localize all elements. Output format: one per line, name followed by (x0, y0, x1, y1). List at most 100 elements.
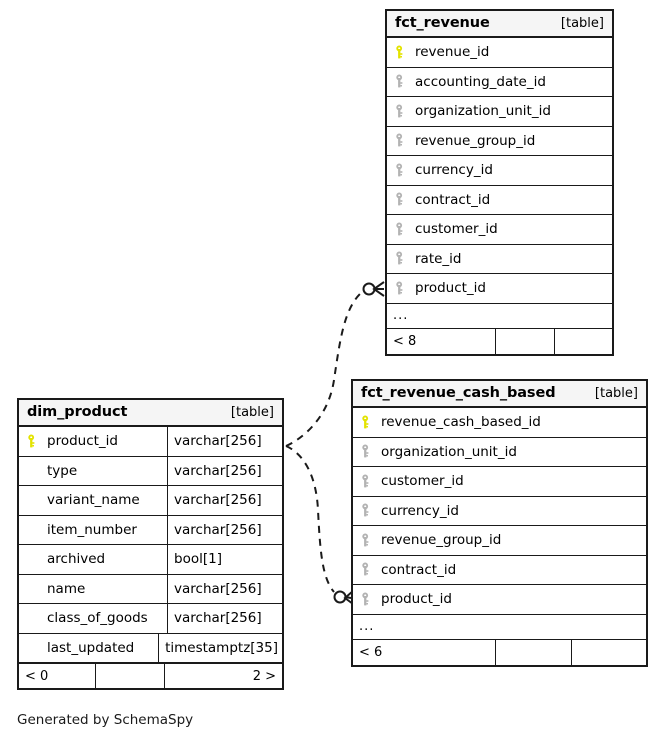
column-cell: variant_name (19, 486, 167, 515)
foreign-key-icon (360, 562, 375, 577)
entity-fct-revenue-cash-based[interactable]: fct_revenue_cash_based [table] revenue_c… (351, 379, 648, 667)
table-row[interactable]: rate_id (387, 244, 612, 274)
relationship-dim-product-to-fct-revenue-cash-based (285, 445, 354, 605)
column-name: organization_unit_id (381, 443, 517, 460)
column-name: type (47, 462, 78, 479)
entity-header-dim-product: dim_product [table] (19, 400, 282, 427)
column-name: last_updated (47, 639, 135, 656)
column-cell: name (19, 575, 167, 604)
column-name: accounting_date_id (415, 73, 546, 90)
entity-footer: < 6 (353, 639, 646, 665)
table-row[interactable]: organization_unit_id (353, 437, 646, 467)
column-name: organization_unit_id (415, 103, 551, 120)
column-name: rate_id (415, 250, 462, 267)
column-datatype: varchar[256] (167, 427, 282, 456)
entity-fct-revenue[interactable]: fct_revenue [table] revenue_id accountin… (385, 9, 614, 356)
entity-footer: < 8 (387, 328, 612, 354)
column-name: product_id (47, 433, 118, 450)
cardinality-zero-marker (362, 282, 376, 296)
column-cell: type (19, 457, 167, 486)
column-name: revenue_group_id (381, 532, 502, 549)
column-name: revenue_group_id (415, 132, 536, 149)
column-cell: revenue_group_id (353, 526, 646, 555)
table-row[interactable]: variant_name varchar[256] (19, 486, 282, 516)
primary-key-icon (394, 45, 409, 60)
foreign-key-icon (394, 74, 409, 89)
column-name: contract_id (415, 191, 491, 208)
footer-incoming-relations[interactable]: < 0 (25, 668, 49, 684)
column-datatype: varchar[256] (167, 456, 282, 485)
foreign-key-icon (394, 251, 409, 266)
table-row[interactable]: revenue_group_id (387, 126, 612, 156)
table-row[interactable]: product_id (387, 274, 612, 304)
table-row[interactable]: contract_id (353, 555, 646, 585)
table-row[interactable]: customer_id (387, 215, 612, 245)
foreign-key-icon (394, 104, 409, 119)
column-name: contract_id (381, 561, 457, 578)
table-row[interactable]: currency_id (387, 156, 612, 186)
footer-outgoing-relations[interactable] (571, 639, 646, 665)
column-name: currency_id (381, 502, 459, 519)
footer-outgoing-relations[interactable]: 2 > (164, 664, 282, 688)
table-row[interactable]: type varchar[256] (19, 456, 282, 486)
table-row[interactable]: revenue_group_id (353, 526, 646, 556)
column-cell: item_number (19, 516, 167, 545)
column-cell: class_of_goods (19, 604, 167, 633)
entity-footer: < 0 2 > (19, 663, 282, 688)
column-datatype: varchar[256] (167, 486, 282, 515)
column-name: customer_id (381, 473, 464, 490)
table-row[interactable]: product_id (353, 585, 646, 615)
column-cell: revenue_group_id (387, 127, 612, 156)
foreign-key-icon (360, 444, 375, 459)
table-row[interactable]: customer_id (353, 467, 646, 497)
entity-title: fct_revenue (395, 15, 490, 31)
footer-outgoing-relations[interactable] (554, 328, 612, 354)
table-row[interactable]: currency_id (353, 496, 646, 526)
footer-middle (495, 328, 554, 354)
table-row[interactable]: class_of_goods varchar[256] (19, 604, 282, 634)
footer-middle (95, 664, 164, 688)
foreign-key-icon (360, 474, 375, 489)
column-name: name (47, 580, 86, 597)
foreign-key-icon (394, 192, 409, 207)
entity-dim-product[interactable]: dim_product [table] product_id varchar[2… (17, 398, 284, 690)
table-row[interactable]: archived bool[1] (19, 545, 282, 575)
entity-title: fct_revenue_cash_based (361, 385, 556, 401)
foreign-key-icon (360, 592, 375, 607)
column-cell: currency_id (387, 156, 612, 185)
generated-by-caption: Generated by SchemaSpy (17, 712, 194, 728)
table-row[interactable]: organization_unit_id (387, 97, 612, 127)
more-columns-indicator: ... (353, 614, 646, 640)
foreign-key-icon (394, 163, 409, 178)
column-cell: product_id (19, 427, 167, 456)
foreign-key-icon (360, 533, 375, 548)
column-cell: product_id (387, 274, 612, 303)
primary-key-icon (26, 434, 41, 449)
column-datatype: varchar[256] (167, 604, 282, 633)
footer-middle (495, 639, 571, 665)
table-row[interactable]: contract_id (387, 185, 612, 215)
column-cell: rate_id (387, 245, 612, 274)
column-name: customer_id (415, 221, 498, 238)
footer-incoming-relations[interactable]: < 8 (393, 333, 417, 349)
table-row[interactable]: revenue_cash_based_id (353, 408, 646, 438)
column-datatype: bool[1] (167, 545, 282, 574)
table-row[interactable]: product_id varchar[256] (19, 427, 282, 457)
table-row[interactable]: last_updated timestamptz[35] (19, 633, 282, 663)
column-cell: accounting_date_id (387, 68, 612, 97)
entity-header-fct-revenue-cash-based: fct_revenue_cash_based [table] (353, 381, 646, 408)
column-cell: contract_id (387, 186, 612, 215)
table-row[interactable]: name varchar[256] (19, 574, 282, 604)
column-name: class_of_goods (47, 610, 148, 627)
column-name: item_number (47, 521, 137, 538)
footer-incoming-relations[interactable]: < 6 (359, 644, 383, 660)
table-row[interactable]: accounting_date_id (387, 67, 612, 97)
table-row[interactable]: item_number varchar[256] (19, 515, 282, 545)
more-columns-indicator: ... (387, 303, 612, 329)
column-cell: revenue_id (387, 38, 612, 67)
table-row[interactable]: revenue_id (387, 38, 612, 68)
primary-key-icon (360, 415, 375, 430)
entity-type-tag: [table] (560, 15, 604, 31)
column-cell: customer_id (387, 215, 612, 244)
